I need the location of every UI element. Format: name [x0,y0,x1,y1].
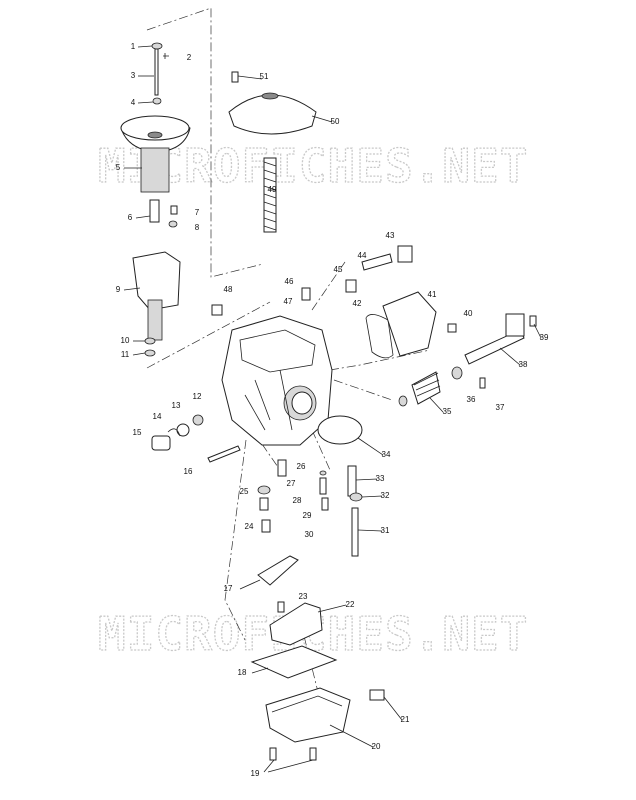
callout-label-29: 29 [303,511,312,520]
callout-label-14: 14 [153,412,162,421]
callout-label-8: 8 [195,223,200,232]
callout-label-46: 46 [285,277,294,286]
callout-label-50: 50 [331,117,340,126]
carburetor-body [211,287,333,446]
callout-label-27: 27 [287,479,296,488]
callout-label-25: 25 [240,487,249,496]
callout-label-42: 42 [353,299,362,308]
vacuum-slide-assembly [120,42,191,357]
callout-label-15: 15 [133,428,142,437]
callout-label-49: 49 [268,185,277,194]
callout-label-31: 31 [381,526,390,535]
callout-label-12: 12 [193,392,202,401]
callout-label-40: 40 [464,309,473,318]
callout-label-18: 18 [238,668,247,677]
callout-label-47: 47 [284,297,293,306]
callout-label-2: 2 [187,53,192,62]
callout-label-51: 51 [260,72,269,81]
callout-label-20: 20 [372,742,381,751]
callout-label-26: 26 [297,462,306,471]
callout-label-7: 7 [195,208,200,217]
callout-label-39: 39 [540,333,549,342]
callout-label-21: 21 [401,715,410,724]
jet-components [257,459,363,557]
callout-label-35: 35 [443,407,452,416]
callout-label-4: 4 [131,98,136,107]
callout-label-5: 5 [116,163,121,172]
callout-label-45: 45 [334,265,343,274]
callout-label-34: 34 [382,450,391,459]
callout-label-3: 3 [131,71,136,80]
top-cover-and-spring [228,71,317,233]
callout-label-10: 10 [121,336,130,345]
callout-label-11: 11 [121,350,130,359]
float-bowl-assembly [250,555,385,761]
callout-label-23: 23 [299,592,308,601]
callout-label-33: 33 [376,474,385,483]
right-side-components [317,245,537,445]
callout-label-1: 1 [131,42,136,51]
callout-label-19: 19 [251,769,260,778]
callout-label-41: 41 [428,290,437,299]
callout-label-36: 36 [467,395,476,404]
callout-label-16: 16 [184,467,193,476]
callout-label-48: 48 [224,285,233,294]
callout-label-32: 32 [381,491,390,500]
callout-label-44: 44 [358,251,367,260]
callout-label-22: 22 [346,600,355,609]
callout-label-38: 38 [519,360,528,369]
callout-labels: 1234567891011121314151617181920212223242… [116,42,549,778]
callout-label-37: 37 [496,403,505,412]
callout-label-17: 17 [224,584,233,593]
left-side-components [151,414,241,463]
callout-label-13: 13 [172,401,181,410]
callout-leaders [123,45,542,773]
callout-label-43: 43 [386,231,395,240]
callout-label-28: 28 [293,496,302,505]
callout-label-6: 6 [128,213,133,222]
callout-label-9: 9 [116,285,121,294]
callout-label-24: 24 [245,522,254,531]
callout-label-30: 30 [305,530,314,539]
